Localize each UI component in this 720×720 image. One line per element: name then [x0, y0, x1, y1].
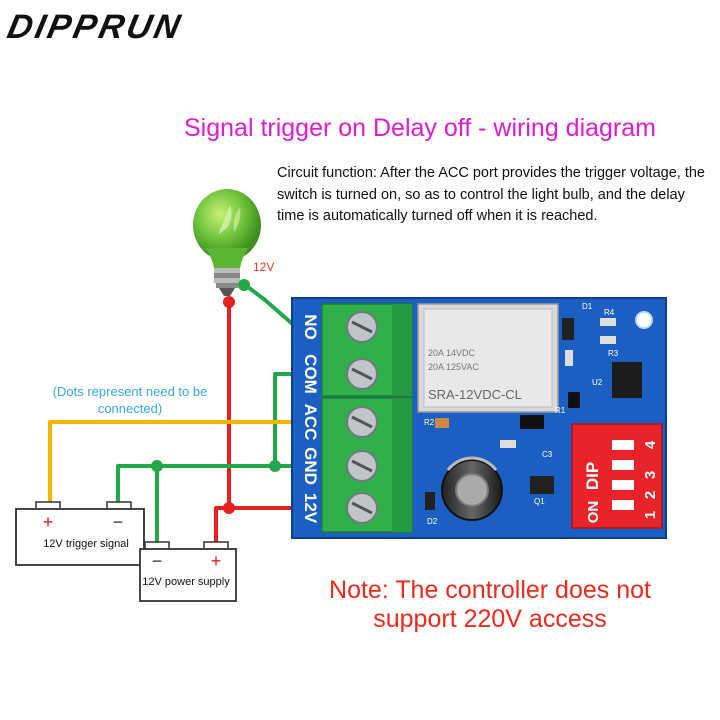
- terminal-12v: 12V: [301, 493, 320, 524]
- svg-text:U2: U2: [592, 378, 603, 387]
- svg-text:C3: C3: [542, 450, 553, 459]
- relay: 20A 14VDC 20A 125VAC SRA-12VDC-CL: [417, 303, 559, 413]
- dip-on-label: ON: [585, 501, 602, 524]
- terminal-block-bottom: [321, 397, 413, 533]
- power-minus: −: [152, 551, 163, 571]
- relay-rating-1: 20A 14VDC: [428, 348, 476, 358]
- terminal-gnd: GND: [301, 447, 320, 485]
- svg-text:R3: R3: [608, 349, 619, 358]
- terminal-acc: ACC: [301, 404, 320, 441]
- trigger-minus: −: [113, 512, 124, 532]
- dip-num-3: 3: [642, 471, 659, 479]
- capacitor: [441, 456, 503, 521]
- svg-text:R1: R1: [555, 406, 566, 415]
- dip-num-2: 2: [642, 491, 659, 499]
- dip-switch: DIP ON 4 1 2 3: [571, 423, 663, 529]
- bulb-voltage-label: 12V: [253, 260, 275, 274]
- terminal-com: COM: [301, 354, 320, 394]
- terminal-block-top: [321, 303, 413, 397]
- svg-text:D1: D1: [582, 302, 593, 311]
- terminal-labels: NO COM ACC GND 12V: [301, 314, 320, 524]
- relay-model: SRA-12VDC-CL: [428, 387, 522, 402]
- relay-rating-2: 20A 125VAC: [428, 362, 479, 372]
- power-plus: +: [211, 551, 222, 571]
- trigger-battery: + − 12V trigger signal: [15, 501, 145, 566]
- svg-text:R4: R4: [604, 308, 615, 317]
- circuit-description: Circuit function: After the ACC port pro…: [277, 165, 705, 224]
- power-battery: − + 12V power supply: [139, 541, 237, 602]
- diagram-title: Signal trigger on Delay off - wiring dia…: [184, 114, 656, 142]
- dip-num-4: 4: [642, 440, 659, 449]
- svg-text:R2: R2: [424, 418, 435, 427]
- light-bulb-icon: [193, 189, 261, 296]
- dots-note: (Dots represent need to be connected): [52, 384, 208, 416]
- dip-label: DIP: [583, 462, 602, 490]
- power-label: 12V power supply: [142, 576, 230, 588]
- dip-num-1: 1: [642, 511, 659, 519]
- trigger-label: 12V trigger signal: [43, 538, 129, 550]
- warning-note: Note: The controller does not support 22…: [329, 576, 651, 633]
- svg-text:Q1: Q1: [534, 497, 545, 506]
- controller-board: NO COM ACC GND 12V: [291, 297, 667, 539]
- small-components: D1 R4 R3 U2 R1 R2 C3 Q1 D2: [424, 302, 642, 526]
- terminal-no: NO: [301, 314, 320, 340]
- trigger-plus: +: [43, 512, 54, 532]
- junction-dots: [151, 279, 281, 514]
- svg-text:D2: D2: [427, 517, 438, 526]
